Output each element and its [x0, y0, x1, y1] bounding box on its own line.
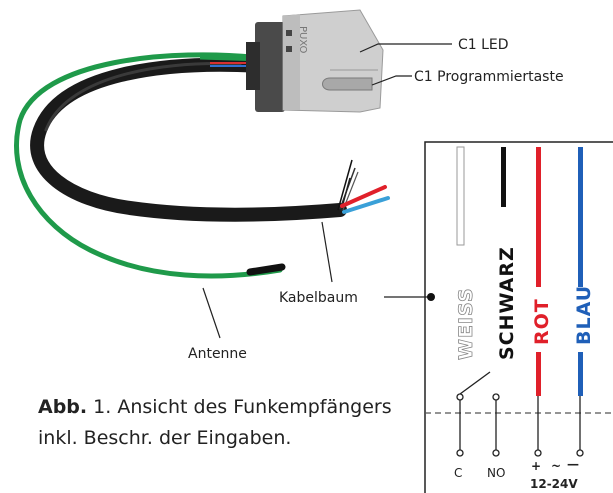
- antenna-label: Antenne: [188, 346, 247, 362]
- wiring-panel: WEISS SCHWARZ ROT BLAU C NO + ~: [424, 141, 613, 493]
- led-label: C1 LED: [458, 37, 509, 53]
- antenna-tip: [246, 263, 286, 276]
- red-wire-end: [340, 185, 387, 208]
- device-brand: PUXO: [297, 26, 308, 54]
- wire-label-weiss: WEISS: [455, 287, 477, 360]
- panel-border: [424, 141, 613, 493]
- harness-leader-line: [321, 221, 333, 283]
- wire-rot: [536, 147, 541, 287]
- antenna-wire: [14, 52, 283, 279]
- device-connector: [255, 22, 285, 112]
- terminal-plus: +: [531, 459, 541, 473]
- figure-caption: Abb. 1. Ansicht des Funkempfängers inkl.…: [38, 392, 398, 454]
- wire-schwarz: [501, 147, 506, 207]
- caption-text: 1. Ansicht des Funkempfängers inkl. Besc…: [38, 396, 392, 449]
- relay-switch: [456, 371, 584, 457]
- wire-label-schwarz: SCHWARZ: [496, 246, 518, 360]
- blue-wire-end: [342, 196, 390, 214]
- terminal-minus: —: [567, 457, 579, 471]
- terminal-c: C: [454, 466, 462, 480]
- cable-loose-ends: [337, 159, 390, 214]
- terminal-ac: ~: [551, 459, 561, 473]
- wire-weiss: [456, 146, 465, 246]
- terminal-voltage: 12-24V: [530, 477, 578, 491]
- wire-label-blau: BLAU: [573, 285, 595, 345]
- led-indicator: [286, 30, 292, 36]
- receiver-device: PUXO: [246, 9, 384, 113]
- led-leader-line: [359, 43, 452, 53]
- prog-button-leader-line: [371, 75, 412, 86]
- prog-button-label: C1 Programmiertaste: [414, 69, 564, 85]
- wire-label-rot: ROT: [531, 298, 553, 345]
- harness-label: Kabelbaum: [279, 290, 358, 306]
- cable-harness-highlight: [44, 62, 242, 132]
- wire-blau: [578, 147, 583, 287]
- programming-button: [322, 77, 373, 91]
- harness-pointer-dot: [427, 293, 435, 301]
- terminal-no: NO: [487, 466, 505, 480]
- antenna-leader-line: [202, 287, 221, 339]
- caption-prefix: Abb.: [38, 396, 88, 418]
